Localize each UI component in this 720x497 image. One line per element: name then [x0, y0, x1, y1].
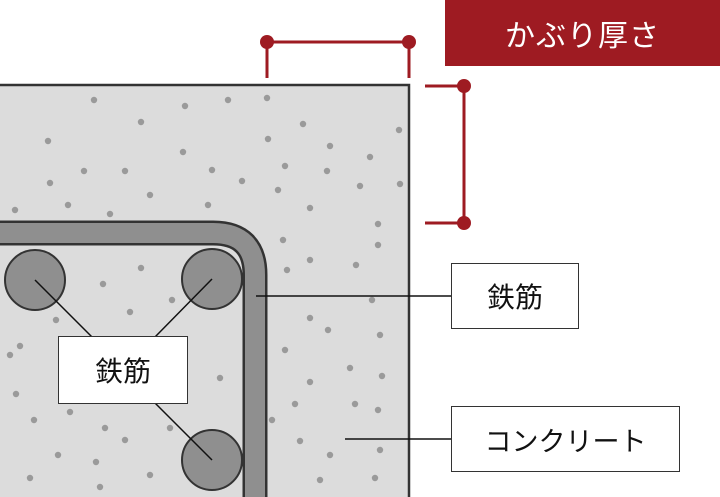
aggregate-dot	[126, 308, 134, 316]
aggregate-dot	[179, 148, 187, 156]
aggregate-dot	[263, 94, 271, 102]
aggregate-dot	[121, 436, 129, 444]
aggregate-dot	[306, 204, 314, 212]
aggregate-dot	[166, 424, 174, 432]
aggregate-dot	[274, 186, 282, 194]
aggregate-dot	[26, 474, 34, 482]
aggregate-dot	[346, 364, 354, 372]
cover-thickness-title: かぶり厚さ	[445, 0, 720, 66]
aggregate-dot	[264, 135, 272, 143]
aggregate-dot	[378, 372, 386, 380]
cover-dimension-top	[260, 35, 416, 78]
aggregate-dot	[146, 471, 154, 479]
aggregate-dot	[99, 280, 107, 288]
aggregate-dot	[54, 451, 62, 459]
aggregate-dot	[90, 96, 98, 104]
aggregate-dot	[6, 351, 14, 359]
rebar-label-right: 鉄筋	[451, 263, 579, 329]
aggregate-dot	[238, 177, 246, 185]
aggregate-dot	[296, 437, 304, 445]
aggregate-dot	[279, 236, 287, 244]
aggregate-dot	[366, 153, 374, 161]
leader-lines	[34, 278, 451, 461]
aggregate-dot	[368, 296, 376, 304]
rebar-label-left-text: 鉄筋	[94, 355, 151, 388]
rebar-label-left: 鉄筋	[58, 336, 188, 404]
aggregate-dot	[324, 326, 332, 334]
aggregate-dot	[376, 331, 384, 339]
aggregate-dot	[291, 400, 299, 408]
aggregate-dot	[208, 166, 216, 174]
aggregate-dot	[46, 179, 54, 187]
aggregate-dot	[64, 201, 72, 209]
aggregate-dot	[281, 346, 289, 354]
aggregate-dot	[204, 201, 212, 209]
stirrup-rebar	[0, 223, 265, 497]
aggregate-dot	[181, 102, 189, 110]
rebar-label-right-text: 鉄筋	[486, 281, 543, 314]
aggregate-dot	[306, 378, 314, 386]
aggregate-dot	[395, 126, 403, 134]
aggregate-dot	[168, 296, 176, 304]
aggregate-dot	[326, 451, 334, 459]
aggregate-dot	[44, 137, 52, 145]
aggregate-dots	[6, 94, 404, 491]
aggregate-dot	[121, 167, 129, 175]
aggregate-dot	[323, 167, 331, 175]
concrete-label: コンクリート	[451, 406, 680, 472]
aggregate-dot	[306, 314, 314, 322]
aggregate-dot	[316, 476, 324, 484]
aggregate-dot	[374, 220, 382, 228]
aggregate-dot	[326, 142, 334, 150]
aggregate-dot	[216, 374, 224, 382]
aggregate-dot	[376, 446, 384, 454]
aggregate-dot	[80, 167, 88, 175]
aggregate-dot	[281, 162, 289, 170]
aggregate-dot	[352, 261, 360, 269]
cover-dimension-side	[425, 79, 471, 230]
aggregate-dot	[52, 316, 60, 324]
aggregate-dot	[11, 206, 19, 214]
aggregate-dot	[371, 474, 379, 482]
aggregate-dot	[224, 96, 232, 104]
aggregate-dot	[299, 120, 307, 128]
concrete-label-text: コンクリート	[484, 426, 647, 458]
aggregate-dot	[66, 408, 74, 416]
aggregate-dot	[146, 191, 154, 199]
aggregate-dot	[30, 416, 38, 424]
aggregate-dot	[16, 342, 24, 350]
aggregate-dot	[351, 400, 359, 408]
aggregate-dot	[96, 483, 104, 491]
aggregate-dot	[12, 390, 20, 398]
aggregate-dot	[283, 266, 291, 274]
aggregate-dot	[268, 416, 276, 424]
aggregate-dot	[137, 118, 145, 126]
aggregate-dot	[356, 182, 364, 190]
aggregate-dot	[396, 180, 404, 188]
aggregate-dot	[137, 264, 145, 272]
aggregate-dot	[374, 241, 382, 249]
aggregate-dot	[374, 406, 382, 414]
aggregate-dot	[106, 210, 114, 218]
aggregate-dot	[92, 458, 100, 466]
cover-thickness-title-text: かぶり厚さ	[505, 19, 660, 54]
aggregate-dot	[306, 256, 314, 264]
aggregate-dot	[101, 424, 109, 432]
